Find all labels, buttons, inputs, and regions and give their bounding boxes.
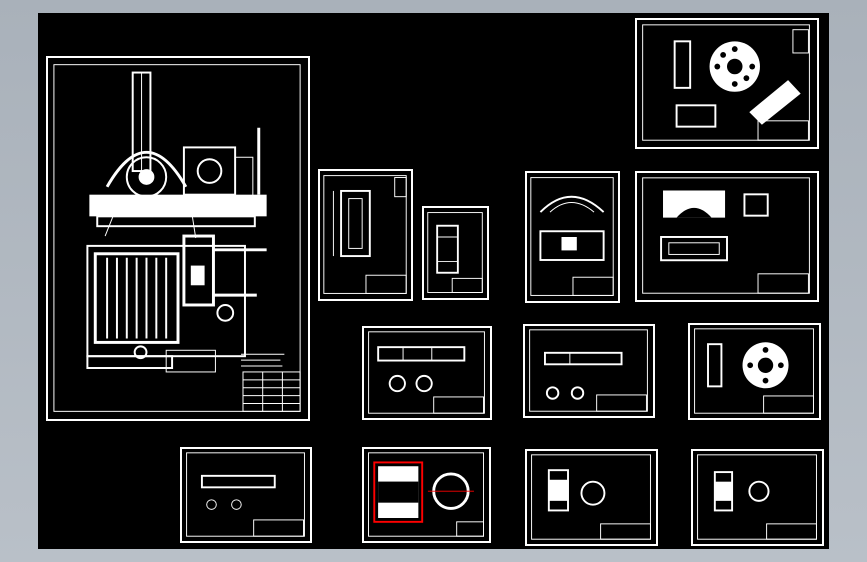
sleeve-drawing-b-sheet[interactable] bbox=[691, 449, 824, 546]
shaft-drawing-e-sheet[interactable] bbox=[180, 447, 312, 543]
gear-icon bbox=[368, 452, 484, 537]
shaft-icon bbox=[186, 452, 305, 537]
gear-drawing-sheet[interactable] bbox=[688, 323, 821, 420]
shaft-part-drawing-a-sheet[interactable] bbox=[318, 169, 413, 301]
gear-icon bbox=[642, 24, 810, 141]
gear-icon bbox=[694, 328, 814, 414]
assembly-drawing-sheet[interactable] bbox=[46, 56, 310, 421]
shaft-part-drawing-b-sheet[interactable] bbox=[422, 206, 489, 300]
shaft-icon bbox=[529, 329, 648, 412]
part-drawing-icon bbox=[642, 177, 810, 294]
sector-part-drawing-sheet[interactable] bbox=[525, 171, 620, 303]
wheel-bevel-drawing-sheet[interactable] bbox=[635, 18, 819, 149]
part-drawing-icon bbox=[531, 454, 651, 540]
part-drawing-icon bbox=[697, 454, 817, 540]
part-drawing-icon bbox=[530, 177, 614, 296]
shaft-drawing-d-sheet[interactable] bbox=[523, 324, 655, 418]
cad-model-space[interactable] bbox=[38, 13, 829, 549]
shaft-drawing-c-sheet[interactable] bbox=[362, 326, 492, 420]
sleeve-drawing-a-sheet[interactable] bbox=[525, 449, 658, 546]
part-drawing-icon bbox=[323, 175, 407, 294]
shaft-icon bbox=[368, 331, 485, 414]
gear-section-drawing-sheet[interactable] bbox=[362, 447, 491, 543]
part-drawing-icon bbox=[427, 212, 483, 293]
block-part-drawing-sheet[interactable] bbox=[635, 171, 819, 302]
assembly-drawing-icon bbox=[53, 64, 301, 412]
